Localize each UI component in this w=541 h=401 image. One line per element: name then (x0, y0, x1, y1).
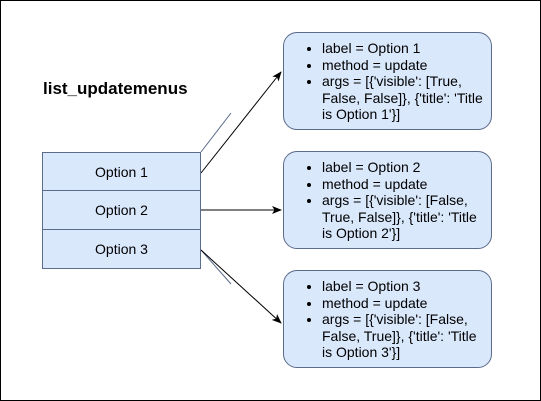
option-1-method-line: method = update (322, 57, 483, 74)
diagram-title: list_updatemenus (43, 79, 188, 98)
updatemenu-list: Option 1 Option 2 Option 3 (42, 152, 201, 269)
option-2-args-line: args = [{'visible': [False, True, False]… (322, 192, 483, 242)
menu-option-1[interactable]: Option 1 (43, 153, 200, 192)
option-1-label-line: label = Option 1 (322, 40, 483, 57)
option-3-label-line: label = Option 3 (322, 278, 483, 295)
menu-option-2[interactable]: Option 2 (43, 191, 200, 230)
option-2-method-line: method = update (322, 176, 483, 193)
option-3-method-line: method = update (322, 295, 483, 312)
option-2-details-card: label = Option 2 method = update args = … (283, 151, 492, 249)
menu-option-3[interactable]: Option 3 (95, 240, 148, 257)
option-3-details-list: label = Option 3 method = update args = … (306, 278, 483, 361)
guide-line-option-1 (200, 112, 232, 153)
option-2-details-list: label = Option 2 method = update args = … (306, 159, 483, 242)
option-1-details-list: label = Option 1 method = update args = … (306, 40, 483, 123)
option-1-details-card: label = Option 1 method = update args = … (283, 32, 492, 130)
option-2-label-line: label = Option 2 (322, 159, 483, 176)
option-1-args-line: args = [{'visible': [True, False, False]… (322, 73, 483, 123)
arrow-option-3 (200, 249, 282, 324)
option-3-args-line: args = [{'visible': [False, False, True]… (322, 311, 483, 361)
option-3-details-card: label = Option 3 method = update args = … (283, 270, 492, 368)
arrow-option-1 (200, 71, 282, 174)
guide-line-option-3 (200, 249, 232, 285)
